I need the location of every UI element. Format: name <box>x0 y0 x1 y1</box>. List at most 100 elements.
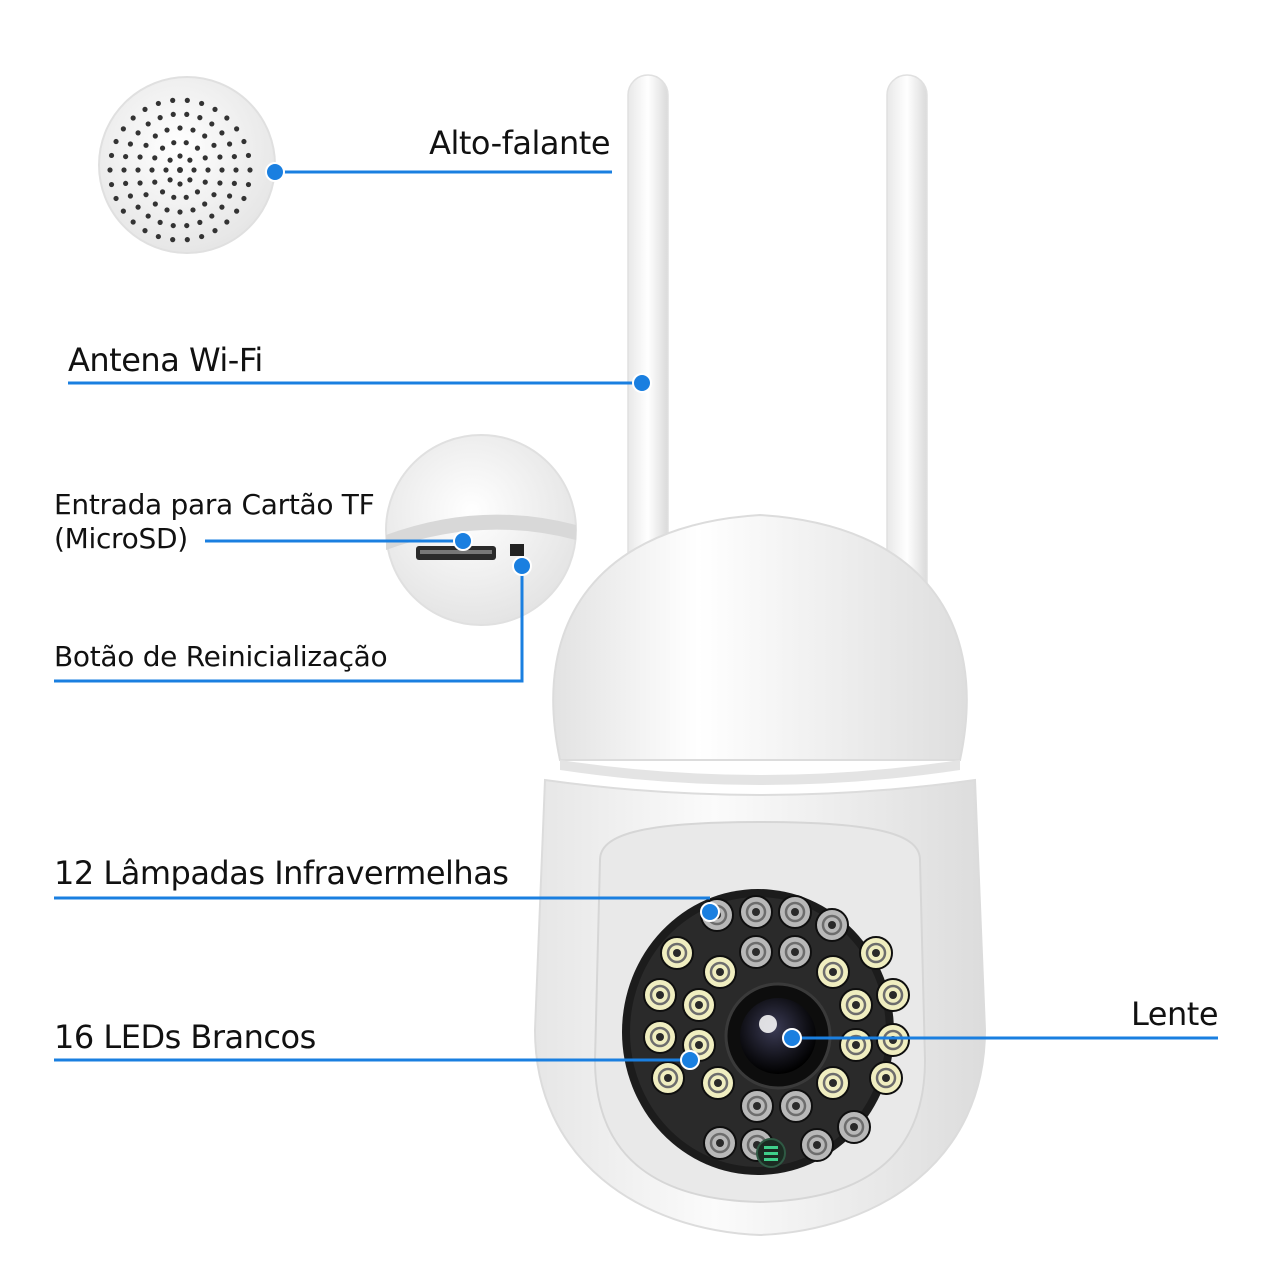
speaker-hole <box>212 106 218 112</box>
speaker-hole <box>183 140 189 146</box>
label-ir-lamps: 12 Lâmpadas Infravermelhas <box>54 854 509 892</box>
speaker-hole <box>145 213 151 219</box>
speaker-hole <box>190 127 196 133</box>
speaker-hole <box>199 233 205 240</box>
white-led <box>876 978 910 1012</box>
speaker-hole <box>194 145 201 151</box>
callout-dot-tf-card <box>453 531 473 551</box>
speaker-hole <box>191 167 197 173</box>
speaker-hole <box>152 155 158 161</box>
speaker-hole <box>120 126 126 132</box>
white-led <box>643 1020 677 1054</box>
speaker-hole <box>170 97 176 103</box>
speaker-hole <box>187 177 193 183</box>
white-led <box>816 1066 850 1100</box>
callout-line-reset <box>54 566 524 683</box>
callout-dot-lens <box>782 1028 802 1048</box>
speaker-hole <box>209 121 215 127</box>
speaker-hole <box>127 141 134 147</box>
speaker-hole <box>217 154 223 160</box>
speaker-hole <box>194 189 201 195</box>
speaker-hole <box>143 192 149 198</box>
speaker-hole <box>177 125 183 131</box>
speaker-hole <box>135 167 141 173</box>
speaker-hole <box>190 207 196 213</box>
ir-lamp <box>778 895 812 929</box>
label-antenna: Antena Wi-Fi <box>68 341 263 379</box>
speaker-hole <box>219 204 225 210</box>
white-led <box>839 1028 873 1062</box>
ir-lamp <box>703 1126 737 1160</box>
speaker-hole <box>143 142 149 148</box>
wifi-antenna-left <box>627 74 669 606</box>
ir-lamp <box>800 1128 834 1162</box>
white-led <box>869 1061 903 1095</box>
callout-lines <box>54 170 1218 1062</box>
speaker-hole <box>108 181 115 188</box>
speaker-hole <box>159 145 166 151</box>
ir-lamp <box>815 908 849 942</box>
speaker-hole <box>152 179 158 185</box>
speaker-hole <box>211 142 217 148</box>
speaker-hole <box>231 180 237 187</box>
label-tf-card-line1: Entrada para Cartão TF <box>54 488 375 521</box>
speaker-hole <box>157 219 163 225</box>
speaker-hole <box>108 152 115 159</box>
speaker-hole <box>234 208 240 214</box>
speaker-hole <box>167 157 173 163</box>
callout-dot-ir <box>700 902 720 922</box>
label-tf-card-line2: (MicroSD) <box>54 522 188 555</box>
speaker-hole <box>171 194 177 200</box>
speaker-hole <box>205 167 211 173</box>
speaker-hole <box>159 189 166 195</box>
speaker-hole <box>224 115 230 121</box>
white-led <box>660 936 694 970</box>
speaker-hole <box>247 167 253 173</box>
speaker-hole <box>226 141 233 147</box>
speaker-hole <box>177 153 183 159</box>
speaker-hole <box>130 115 136 121</box>
speaker-hole <box>145 121 151 127</box>
speaker-hole <box>107 167 113 173</box>
speaker-hole <box>241 138 247 145</box>
speaker-hole <box>234 126 240 132</box>
speaker-hole <box>224 219 230 225</box>
speaker-hole <box>245 152 252 159</box>
speaker-hole <box>127 193 134 199</box>
speaker-hole <box>177 181 183 187</box>
speaker-hole <box>212 228 218 234</box>
speaker-hole <box>209 213 215 219</box>
ir-lamp <box>739 895 773 929</box>
speaker-hole <box>217 180 223 186</box>
speaker-hole <box>183 194 189 200</box>
callout-dot-antenna <box>632 373 652 393</box>
speaker-hole <box>187 157 193 163</box>
speaker-inset <box>98 76 276 254</box>
speaker-hole <box>202 155 208 161</box>
wifi-antenna-right <box>886 74 928 606</box>
label-reset-button: Botão de Reinicialização <box>54 640 388 673</box>
speaker-hole <box>121 167 127 173</box>
speaker-hole <box>211 192 217 198</box>
speaker-hole <box>137 154 143 160</box>
speaker-hole <box>233 167 239 173</box>
speaker-hole <box>152 133 158 139</box>
speaker-hole <box>197 115 203 121</box>
white-led <box>682 988 716 1022</box>
speaker-hole <box>157 115 163 121</box>
speaker-hole <box>197 219 203 225</box>
speaker-hole <box>202 179 208 185</box>
speaker-hole <box>135 204 141 210</box>
speaker-hole <box>184 97 190 103</box>
speaker-hole <box>245 181 252 188</box>
speaker-hole <box>163 167 169 173</box>
white-led <box>701 1066 735 1100</box>
speaker-hole <box>123 180 129 187</box>
speaker-hole <box>113 138 119 145</box>
speaker-hole <box>113 195 119 202</box>
white-led <box>816 955 850 989</box>
ir-lamp <box>740 1089 774 1123</box>
speaker-hole <box>184 237 190 243</box>
speaker-hole <box>142 228 148 234</box>
status-indicator <box>756 1138 786 1168</box>
